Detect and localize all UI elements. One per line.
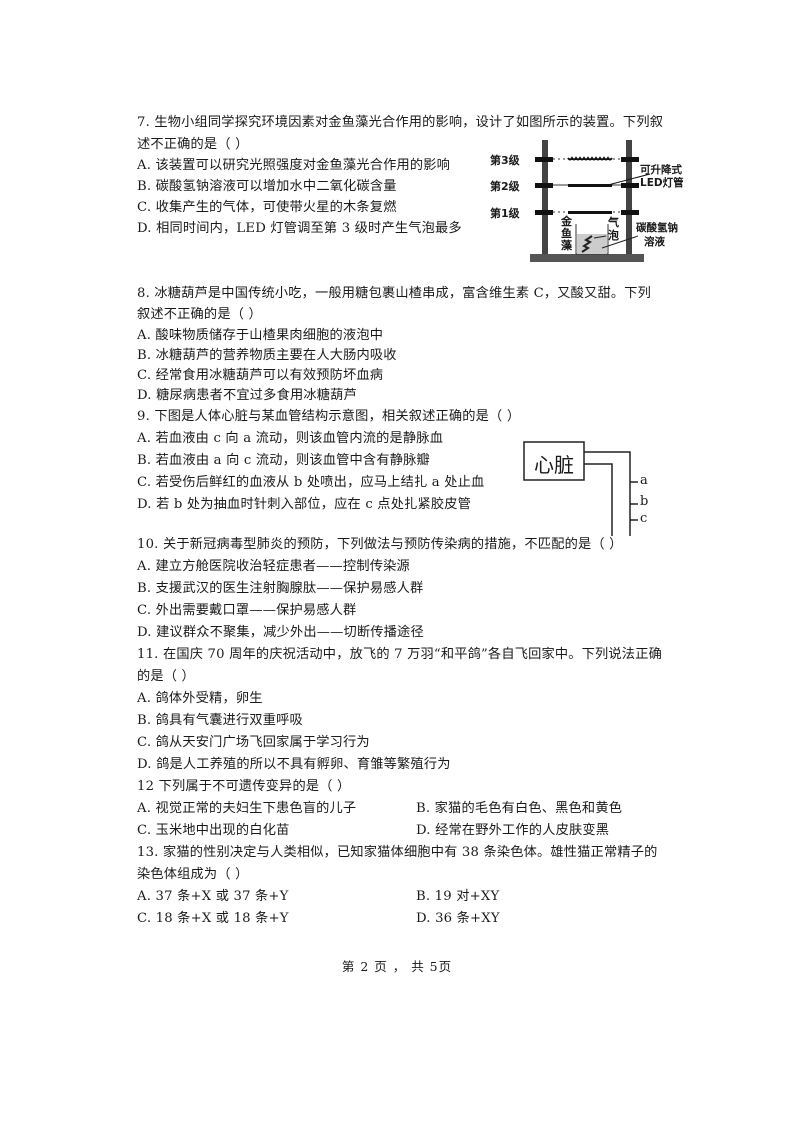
q11-option-c[interactable]: C. 鸽从天安门广场飞回家属于学习行为 xyxy=(137,735,370,750)
q11-stem-line2: 的是（ ） xyxy=(137,669,195,684)
q7-stem-line2: 述不正确的是（ ） xyxy=(137,137,249,152)
q7-option-c[interactable]: C. 收集产生的气体，可使带火星的木条复燃 xyxy=(137,200,397,215)
plant-label-char: 鱼 xyxy=(561,227,572,240)
q9-stem-line1: 9. 下图是人体心脏与某血管结构示意图，相关叙述正确的是（ ） xyxy=(137,409,521,424)
q11-option-d[interactable]: D. 鸽是人工养殖的所以不具有孵卵、育雏等繁殖行为 xyxy=(137,757,451,772)
bubble-label: 气 泡 xyxy=(608,216,620,242)
q10-option-c[interactable]: C. 外出需要戴口罩——保护易感人群 xyxy=(137,603,357,618)
q8-stem-line2: 叙述不正确的是（ ） xyxy=(137,307,262,322)
q9-option-c[interactable]: C. 若受伤后鲜红的血液从 b 处喷出，应马上结扎 a 处止血 xyxy=(137,475,485,490)
plant-label-char: 藻 xyxy=(561,239,572,252)
plant-label-char: 金 xyxy=(561,215,572,228)
q8-option-c[interactable]: C. 经常食用冰糖葫芦可以有效预防坏血病 xyxy=(137,368,384,383)
q11-stem-line1: 11. 在国庆 70 周年的庆祝活动中，放飞的 7 万羽“和平鸽”各自飞回家中。… xyxy=(137,647,662,662)
apparatus-diagram xyxy=(530,140,651,262)
solution-label-2: 溶液 xyxy=(644,236,665,248)
bubble-label-char: 气 xyxy=(608,216,619,229)
q13-option-b[interactable]: B. 19 对+XY xyxy=(416,889,500,904)
q13-stem-line1: 13. 家猫的性别决定与人类相似，已知家猫体细胞中有 38 条染色体。雄性猫正常… xyxy=(137,845,658,860)
q10-option-d[interactable]: D. 建议群众不聚集，减少外出——切断传播途径 xyxy=(137,625,424,640)
lamp-label-2: LED灯管 xyxy=(640,177,684,189)
q7-stem-line1: 7. 生物小组同学探究环境因素对金鱼藻光合作用的影响，设计了如图所示的装置。下列… xyxy=(137,115,664,130)
q7-option-d[interactable]: D. 相同时间内，LED 灯管调至第 3 级时产生气泡最多 xyxy=(137,221,462,236)
q8-option-a[interactable]: A. 酸味物质储存于山楂果肉细胞的液泡中 xyxy=(137,328,384,343)
q8-stem-line1: 8. 冰糖葫芦是中国传统小吃，一般用糖包裹山楂串成，富含维生素 C，又酸又甜。下… xyxy=(137,286,652,301)
q10-option-b[interactable]: B. 支援武汉的医生注射胸腺肽——保护易感人群 xyxy=(137,581,424,596)
heart-vessel-diagram xyxy=(523,441,638,536)
q9-option-d[interactable]: D. 若 b 处为抽血时针刺入部位，应在 c 点处扎紧胶皮管 xyxy=(137,497,472,512)
q8-option-d[interactable]: D. 糖尿病患者不宜过多食用冰糖葫芦 xyxy=(137,388,357,403)
point-b-label: b xyxy=(640,494,649,509)
level-1-label: 第1级 xyxy=(490,207,520,220)
photosynthesis-apparatus-figure: 第3级 第2级 第1级 可升降式 LED灯管 金 鱼 藻 气 泡 碳酸氢钠 溶液 xyxy=(490,138,700,266)
bubble-label-char: 泡 xyxy=(608,229,619,242)
q11-option-a[interactable]: A. 鸽体外受精，卵生 xyxy=(137,691,263,706)
q12-stem-line1: 12 下列属于不可遗传变异的是（ ） xyxy=(137,779,351,794)
q7-option-b[interactable]: B. 碳酸氢钠溶液可以增加水中二氧化碳含量 xyxy=(137,179,397,194)
heart-vessel-figure: 心脏 a b c xyxy=(520,440,660,536)
level-3-label: 第3级 xyxy=(490,154,520,167)
plant-label: 金 鱼 藻 xyxy=(561,216,573,252)
q12-option-d[interactable]: D. 经常在野外工作的人皮肤变黑 xyxy=(416,823,610,838)
q13-stem-line2: 染色体组成为（ ） xyxy=(137,867,249,882)
q9-option-b[interactable]: B. 若血液由 a 向 c 流动，则该血管中含有静脉瓣 xyxy=(137,453,430,468)
q13-option-c[interactable]: C. 18 条+X 或 18 条+Y xyxy=(137,911,289,926)
q12-option-a[interactable]: A. 视觉正常的夫妇生下患色盲的儿子 xyxy=(137,801,357,816)
q8-option-b[interactable]: B. 冰糖葫芦的营养物质主要在人大肠内吸收 xyxy=(137,348,397,363)
point-c-label: c xyxy=(640,511,648,526)
q13-option-a[interactable]: A. 37 条+X 或 37 条+Y xyxy=(137,889,289,904)
q7-option-a[interactable]: A. 该装置可以研究光照强度对金鱼藻光合作用的影响 xyxy=(137,158,451,173)
q10-stem-line1: 10. 关于新冠病毒型肺炎的预防，下列做法与预防传染病的措施，不匹配的是（ ） xyxy=(137,537,623,552)
q9-option-a[interactable]: A. 若血液由 c 向 a 流动，则该血管内流的是静脉血 xyxy=(137,431,444,446)
page-footer: 第 2 页 ， 共 5页 xyxy=(341,959,453,974)
q12-option-b[interactable]: B. 家猫的毛色有白色、黑色和黄色 xyxy=(416,801,623,816)
q10-option-a[interactable]: A. 建立方舱医院收治轻症患者——控制传染源 xyxy=(137,559,410,574)
point-a-label: a xyxy=(640,473,648,488)
solution-label-1: 碳酸氢钠 xyxy=(636,222,678,234)
heart-label: 心脏 xyxy=(534,453,574,477)
lamp-label-1: 可升降式 xyxy=(640,164,682,176)
q11-option-b[interactable]: B. 鸽具有气囊进行双重呼吸 xyxy=(137,713,303,728)
q13-option-d[interactable]: D. 36 条+XY xyxy=(416,911,500,926)
level-2-label: 第2级 xyxy=(490,180,520,193)
q12-option-c[interactable]: C. 玉米地中出现的白化苗 xyxy=(137,823,290,838)
